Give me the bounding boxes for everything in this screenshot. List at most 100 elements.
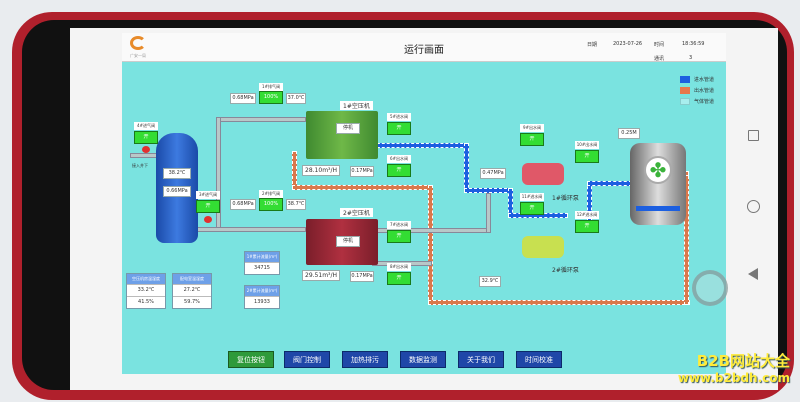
legend-label: 进水管道 — [694, 77, 715, 83]
gas-pipe — [194, 227, 306, 232]
about-us-button[interactable]: 关于我们 — [458, 351, 504, 368]
compressor-2-flow: 29.51m³/H — [302, 270, 340, 281]
water-valve-9-state[interactable]: 开 — [520, 133, 544, 146]
exhaust2-pressure: 0.68MPa — [230, 199, 256, 210]
env-title: 空压机房温湿度 — [127, 274, 165, 284]
back-button[interactable] — [748, 268, 758, 280]
home-button[interactable] — [747, 200, 760, 213]
reset-button[interactable]: 复位按钮 — [228, 351, 274, 368]
water-valve-7-state[interactable]: 开 — [387, 230, 411, 243]
total-value: 13933 — [245, 296, 279, 308]
compressor-1-name: 1#空压机 — [340, 101, 373, 110]
data-monitor-button[interactable]: 数据监测 — [400, 351, 446, 368]
total-flow-1: 1#累计流量(m³) 34715 — [244, 251, 280, 275]
env-humidity: 41.5% — [127, 296, 165, 308]
pump-2[interactable] — [522, 236, 564, 258]
exhaust2-open[interactable]: 100% — [259, 198, 283, 211]
inlet-water-pipe — [587, 181, 632, 186]
legend-label: 气体管道 — [694, 99, 715, 105]
inlet-label: 接入井下 — [132, 163, 148, 168]
valve-label: 5#进水阀 — [387, 113, 411, 121]
tank-pressure: 0.66MPa — [163, 186, 191, 197]
time-calibration-button[interactable]: 时间校准 — [516, 351, 562, 368]
air-valve-4-state[interactable]: 开 — [134, 131, 158, 144]
watermark: B2B网站大全 www.b2bdh.com — [650, 350, 790, 385]
valve-control-button[interactable]: 阀门控制 — [284, 351, 330, 368]
fan-icon: ✤ — [644, 156, 672, 184]
compressor-2-pressure: 0.17MPa — [350, 271, 374, 282]
compressor-2-status: 停机 — [336, 236, 360, 247]
valve-label: 3#进气阀 — [196, 191, 220, 199]
valve-label: 8#出水阀 — [387, 263, 411, 271]
valve-label: 1#排气阀 — [259, 83, 283, 91]
total-flow-2: 2#累计流量(m³) 13933 — [244, 285, 280, 309]
outlet-water-pipe — [428, 185, 433, 305]
water-valve-12-state[interactable]: 开 — [575, 220, 599, 233]
valve-label: 7#进水阀 — [387, 221, 411, 229]
env-temp: 33.2℃ — [127, 284, 165, 296]
watermark-line1: B2B网站大全 — [696, 352, 790, 370]
tower-water-level — [636, 206, 680, 211]
logo-text: 广安一局 — [130, 53, 146, 58]
inlet-water-pipe — [464, 143, 469, 193]
legend-swatch — [680, 98, 690, 105]
tower-level: 0.25M — [618, 128, 640, 139]
logo-icon — [130, 36, 146, 50]
env-humidity: 59.7% — [173, 296, 211, 308]
water-pipe — [486, 193, 491, 233]
tank-temp: 38.2℃ — [163, 168, 191, 179]
inlet-water-pipe — [372, 143, 468, 148]
water-valve-11-state[interactable]: 开 — [520, 202, 544, 215]
water-valve-8-state[interactable]: 开 — [387, 272, 411, 285]
exhaust1-pressure: 0.68MPa — [230, 93, 256, 104]
valve-label: 4#进气阀 — [134, 122, 158, 130]
water-temp: 32.9℃ — [479, 276, 501, 287]
exhaust1-open[interactable]: 100% — [259, 91, 283, 104]
outlet-water-pipe — [292, 151, 297, 189]
pump-2-name: 2#循环泵 — [552, 267, 579, 274]
heating-drain-button[interactable]: 加热排污 — [342, 351, 388, 368]
legend-swatch — [680, 76, 690, 83]
comm-value: 3 — [689, 55, 693, 61]
gas-pipe — [216, 117, 221, 231]
env-box-power-room: 配电室温湿度 27.2℃ 59.7% — [172, 273, 212, 309]
floating-assist-button[interactable] — [692, 270, 728, 306]
compressor-1[interactable] — [306, 111, 378, 159]
total-title: 2#累计流量(m³) — [245, 286, 279, 296]
env-title: 配电室温湿度 — [173, 274, 211, 284]
water-valve-5-state[interactable]: 开 — [387, 122, 411, 135]
total-title: 1#累计流量(m³) — [245, 252, 279, 262]
outlet-water-pipe — [428, 300, 690, 305]
compressor-1-flow: 28.10m³/H — [302, 165, 340, 176]
water-valve-10-state[interactable]: 开 — [575, 150, 599, 163]
gas-pipe — [216, 117, 306, 122]
water-valve-6-state[interactable]: 开 — [387, 164, 411, 177]
time-label: 时间 — [654, 42, 665, 48]
hmi-screen: 广安一局 运行画面 日期 2023-07-26 时间 18:36:59 通讯 3… — [122, 33, 726, 374]
valve-label: 6#出水阀 — [387, 155, 411, 163]
header-bar: 广安一局 运行画面 日期 2023-07-26 时间 18:36:59 通讯 3 — [122, 33, 726, 62]
legend-label: 出水管道 — [694, 88, 715, 94]
valve-label: 2#排气阀 — [259, 190, 283, 198]
valve-icon[interactable] — [142, 146, 150, 153]
compressor-1-status: 停机 — [336, 123, 360, 134]
compressor-2-name: 2#空压机 — [340, 208, 373, 217]
exhaust2-temp: 38.7℃ — [286, 199, 306, 210]
air-valve-3-state[interactable]: 开 — [196, 200, 220, 213]
recent-apps-button[interactable] — [748, 130, 759, 141]
watermark-line2: www.b2bdh.com — [677, 371, 790, 385]
legend-swatch — [680, 87, 690, 94]
valve-icon[interactable] — [204, 216, 212, 223]
valve-label: 11#进水阀 — [520, 193, 544, 201]
valve-label: 12#进水阀 — [575, 211, 599, 219]
date-label: 日期 — [587, 42, 598, 48]
pump-1-name: 1#循环泵 — [552, 195, 579, 202]
exhaust1-temp: 37.0℃ — [286, 93, 306, 104]
comm-label: 通讯 — [654, 56, 665, 62]
pump-1[interactable] — [522, 163, 564, 185]
page-title: 运行画面 — [404, 45, 444, 56]
total-value: 34715 — [245, 262, 279, 274]
valve-label: 10#出水阀 — [575, 141, 599, 149]
water-pressure: 0.47MPa — [480, 168, 506, 179]
valve-label: 9#出水阀 — [520, 124, 544, 132]
